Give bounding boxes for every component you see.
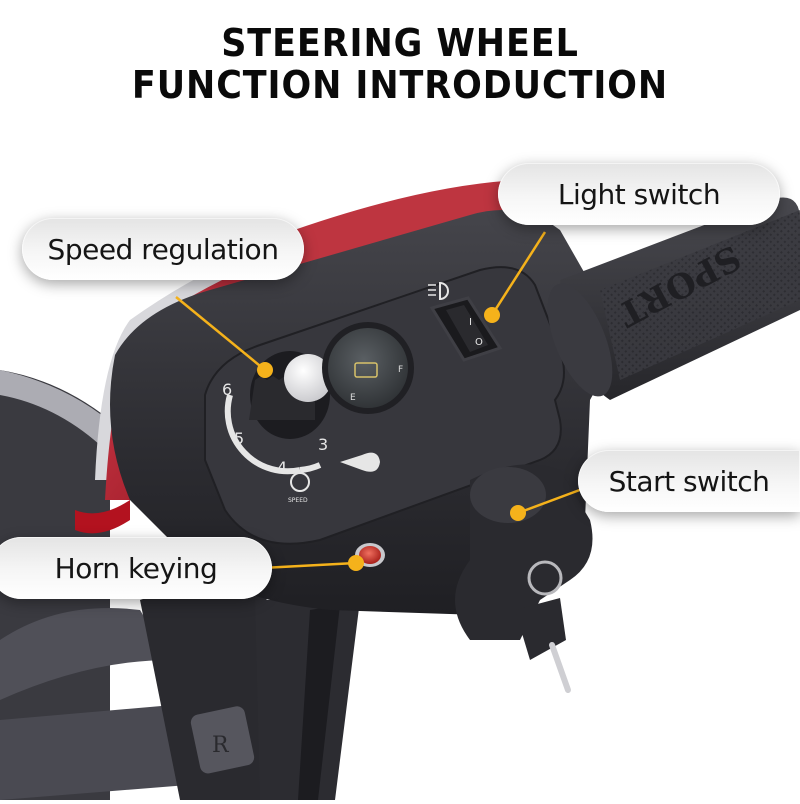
callout-speed-regulation: Speed regulation xyxy=(22,218,304,280)
horn-icon xyxy=(340,452,380,472)
svg-text:6: 6 xyxy=(222,380,232,399)
speed-dial-scale: 6 5 4 3 SPEED xyxy=(222,380,328,504)
svg-text:I: I xyxy=(469,317,472,328)
callout-connectors xyxy=(175,231,586,571)
key-blade xyxy=(549,642,571,693)
battery-icon xyxy=(354,362,378,378)
headlight-icon xyxy=(428,281,449,301)
battery-gauge: E F xyxy=(322,322,414,414)
callout-label: Speed regulation xyxy=(47,232,279,266)
light-switch[interactable]: I O xyxy=(428,281,503,362)
handle-grip: SPORT xyxy=(547,197,800,400)
speed-icon xyxy=(290,472,310,492)
callout-label: Light switch xyxy=(557,177,721,211)
steering-column: R xyxy=(190,600,360,800)
svg-text:4: 4 xyxy=(277,458,287,477)
callout-light-switch: Light switch xyxy=(498,163,780,225)
svg-text:O: O xyxy=(475,337,483,348)
speed-marker-dot xyxy=(257,362,273,378)
callout-label: Horn keying xyxy=(54,551,218,585)
title-line-2: FUNCTION INTRODUCTION xyxy=(131,63,669,107)
page-title: STEERING WHEEL FUNCTION INTRODUCTION xyxy=(32,22,768,106)
callout-start-switch: Start switch xyxy=(578,450,800,512)
svg-text:SPEED: SPEED xyxy=(288,497,308,504)
svg-text:5: 5 xyxy=(234,429,244,448)
svg-text:F: F xyxy=(398,365,403,375)
svg-text:E: E xyxy=(350,393,356,403)
start-marker-dot xyxy=(510,505,526,521)
callout-horn-keying: Horn keying xyxy=(0,537,272,599)
light-marker-dot xyxy=(484,307,500,323)
lever-mark: R xyxy=(212,733,230,758)
svg-text:3: 3 xyxy=(318,435,328,454)
title-line-1: STEERING WHEEL xyxy=(221,21,579,65)
callout-label: Start switch xyxy=(608,464,770,498)
ignition-switch[interactable] xyxy=(455,464,593,693)
horn-marker-dot xyxy=(348,555,364,571)
